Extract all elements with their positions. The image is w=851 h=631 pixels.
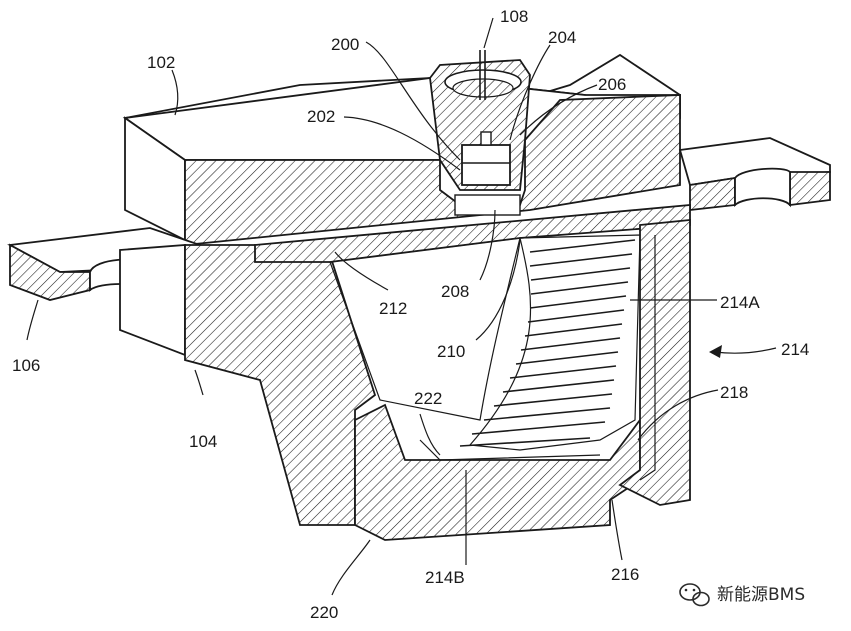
reference-labels: 102 104 106 108 200 202 204 206 208 210 … <box>12 7 809 622</box>
label-214a: 214A <box>720 293 760 312</box>
lower-housing <box>119 204 691 541</box>
label-108: 108 <box>500 7 528 26</box>
label-202: 202 <box>307 107 335 126</box>
sensor-element <box>461 131 511 186</box>
label-212: 212 <box>379 299 407 318</box>
label-104: 104 <box>189 432 217 451</box>
label-214: 214 <box>781 340 809 359</box>
label-200: 200 <box>331 35 359 54</box>
watermark-text: 新能源BMS <box>717 585 805 605</box>
label-204: 204 <box>548 28 576 47</box>
leader-lines <box>26 17 777 596</box>
label-222: 222 <box>414 389 442 408</box>
label-208: 208 <box>441 282 469 301</box>
label-216: 216 <box>611 565 639 584</box>
label-214b: 214B <box>425 568 465 587</box>
label-220: 220 <box>310 603 338 622</box>
label-206: 206 <box>598 75 626 94</box>
label-210: 210 <box>437 342 465 361</box>
watermark: 新能源BMS <box>679 583 805 607</box>
top-cover <box>122 53 681 246</box>
right-flange <box>678 137 831 212</box>
label-218: 218 <box>720 383 748 402</box>
label-106: 106 <box>12 356 40 375</box>
bellows-fins <box>419 234 641 461</box>
wire-lead <box>479 50 486 100</box>
wechat-icon <box>679 583 710 607</box>
fin-lines <box>459 239 636 447</box>
label-102: 102 <box>147 53 175 72</box>
